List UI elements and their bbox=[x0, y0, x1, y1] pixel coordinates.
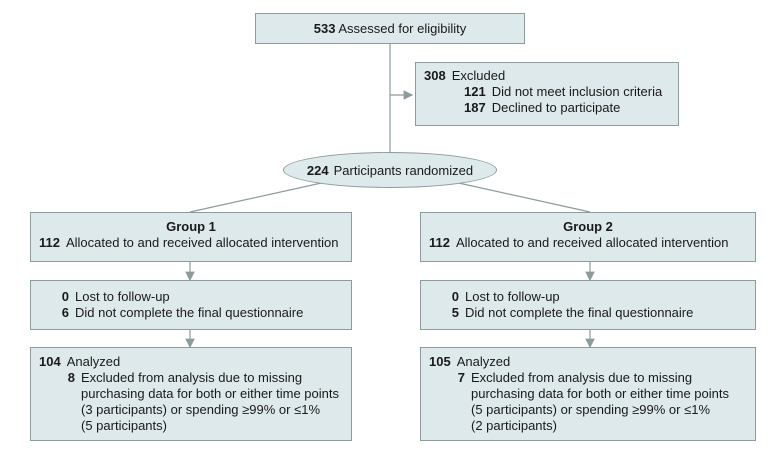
group1-excluded-text: (5 participants) bbox=[81, 418, 167, 433]
group1-analyzed-box: 104 Analyzed 8 Excluded from analysis du… bbox=[30, 347, 352, 441]
group2-excluded-text: (2 participants) bbox=[471, 418, 557, 433]
group1-analyzed: 104 Analyzed bbox=[39, 354, 343, 370]
group1-analysis-exclusion: 8 Excluded from analysis due to missing … bbox=[39, 370, 343, 434]
excluded-reason-label: Did not meet inclusion criteria bbox=[491, 84, 663, 99]
excluded-count: 308 bbox=[424, 68, 446, 83]
group1-followup-box: 0 Lost to follow-up 6 Did not complete t… bbox=[30, 280, 352, 330]
excluded-label: Excluded bbox=[451, 68, 506, 83]
group2-allocated-label: Allocated to and received allocated inte… bbox=[455, 235, 729, 250]
randomized-ellipse: 224 Participants randomized bbox=[283, 152, 497, 188]
group1-excluded-count: 8 bbox=[67, 370, 75, 385]
group2-followup-count: 5 bbox=[451, 305, 459, 320]
group2-excluded-text: Excluded from analysis due to missing bbox=[471, 370, 693, 385]
group2-excluded-text: purchasing data for both or either time … bbox=[471, 386, 729, 401]
group2-followup-box: 0 Lost to follow-up 5 Did not complete t… bbox=[420, 280, 756, 330]
assessed-label: Assessed for eligibility bbox=[338, 21, 467, 36]
group1-followup-count: 0 bbox=[61, 289, 69, 304]
group1-followup-count: 6 bbox=[61, 305, 69, 320]
group1-title: Group 1 bbox=[166, 219, 216, 234]
excluded-reason-count: 187 bbox=[464, 100, 486, 115]
group1-followup-item: 6 Did not complete the final questionnai… bbox=[39, 305, 343, 321]
assessed-box: 533 Assessed for eligibility bbox=[255, 13, 525, 44]
excluded-reason-count: 121 bbox=[464, 84, 486, 99]
group2-analyzed: 105 Analyzed bbox=[429, 354, 747, 370]
group2-analysis-exclusion: 7 Excluded from analysis due to missing … bbox=[429, 370, 747, 434]
excluded-reason: 121 Did not meet inclusion criteria bbox=[424, 84, 670, 100]
group2-followup-item: 5 Did not complete the final questionnai… bbox=[429, 305, 747, 321]
excluded-header: 308 Excluded bbox=[424, 68, 670, 84]
group2-allocated: 112 Allocated to and received allocated … bbox=[429, 235, 747, 251]
group2-followup-count: 0 bbox=[451, 289, 459, 304]
excluded-reason: 187 Declined to participate bbox=[424, 100, 670, 116]
assessed-count: 533 bbox=[313, 21, 336, 36]
group2-excluded-count: 7 bbox=[457, 370, 465, 385]
connector-randomized-group1 bbox=[189, 179, 336, 213]
group1-allocated-count: 112 bbox=[39, 235, 60, 250]
group2-title: Group 2 bbox=[563, 219, 613, 234]
group1-excluded-text: Excluded from analysis due to missing bbox=[81, 370, 303, 385]
group2-excluded-text: (5 participants) or spending ≥99% or ≤1% bbox=[471, 402, 711, 417]
group1-excluded-text: purchasing data for both or either time … bbox=[81, 386, 339, 401]
group1-followup-item: 0 Lost to follow-up bbox=[39, 289, 343, 305]
group2-followup-item: 0 Lost to follow-up bbox=[429, 289, 747, 305]
group1-followup-label: Lost to follow-up bbox=[75, 289, 170, 304]
connector-randomized-group2 bbox=[444, 179, 591, 213]
group1-allocation-box: Group 1 112 Allocated to and received al… bbox=[30, 212, 352, 262]
randomized-label: Participants randomized bbox=[333, 162, 474, 178]
group2-analyzed-box: 105 Analyzed 7 Excluded from analysis du… bbox=[420, 347, 756, 441]
group2-analyzed-label: Analyzed bbox=[456, 354, 511, 369]
group2-allocated-count: 112 bbox=[429, 235, 450, 250]
group1-allocated-label: Allocated to and received allocated inte… bbox=[65, 235, 339, 250]
randomized-count: 224 bbox=[306, 162, 329, 178]
excluded-box: 308 Excluded 121 Did not meet inclusion … bbox=[415, 62, 679, 126]
group2-followup-label: Did not complete the final questionnaire bbox=[465, 305, 694, 320]
group2-analyzed-count: 105 bbox=[429, 354, 451, 369]
group1-followup-label: Did not complete the final questionnaire bbox=[75, 305, 304, 320]
group1-analyzed-label: Analyzed bbox=[66, 354, 121, 369]
group1-analyzed-count: 104 bbox=[39, 354, 61, 369]
group1-allocated: 112 Allocated to and received allocated … bbox=[39, 235, 343, 251]
group1-excluded-text: (3 participants) or spending ≥99% or ≤1% bbox=[81, 402, 321, 417]
group2-followup-label: Lost to follow-up bbox=[465, 289, 560, 304]
excluded-reason-label: Declined to participate bbox=[491, 100, 621, 115]
group2-allocation-box: Group 2 112 Allocated to and received al… bbox=[420, 212, 756, 262]
